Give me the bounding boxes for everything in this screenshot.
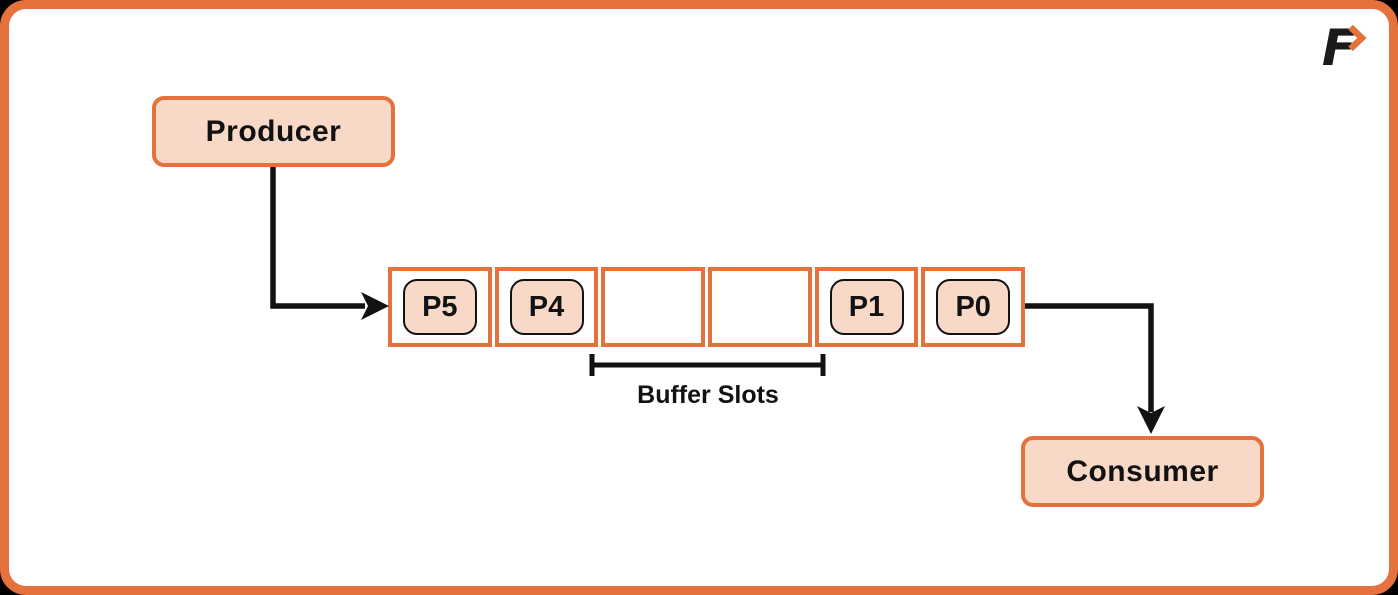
producer-node: Producer bbox=[152, 96, 395, 167]
buffer-slots-bracket bbox=[589, 354, 826, 376]
buffer-slot-p0: P0 bbox=[921, 267, 1026, 347]
buffer-slot-p4: P4 bbox=[494, 267, 599, 347]
logo-chevron-icon bbox=[1348, 25, 1367, 51]
brand-logo: F bbox=[1322, 23, 1367, 77]
buffer-to-consumer-arrowhead-icon bbox=[1137, 406, 1165, 434]
buffer-item-chip: P0 bbox=[936, 279, 1011, 335]
consumer-label: Consumer bbox=[1066, 454, 1219, 488]
producer-to-buffer-arrowhead-icon bbox=[361, 292, 389, 320]
buffer-slot-p1: P1 bbox=[814, 267, 919, 347]
buffer-item-chip: P5 bbox=[402, 279, 477, 335]
buffer-to-consumer-arrow bbox=[1025, 303, 1154, 412]
buffer-row: P5 P4 P1 P0 bbox=[388, 267, 1026, 347]
buffer-slot-empty-2 bbox=[708, 267, 812, 347]
producer-label: Producer bbox=[205, 114, 342, 148]
buffer-item-chip: P4 bbox=[509, 279, 584, 335]
buffer-item-chip: P1 bbox=[829, 279, 904, 335]
buffer-slot-empty-1 bbox=[601, 267, 706, 347]
consumer-node: Consumer bbox=[1021, 436, 1264, 507]
buffer-slots-label: Buffer Slots bbox=[637, 381, 779, 409]
buffer-slot-p5: P5 bbox=[388, 267, 492, 347]
producer-to-buffer-arrow bbox=[270, 167, 365, 309]
